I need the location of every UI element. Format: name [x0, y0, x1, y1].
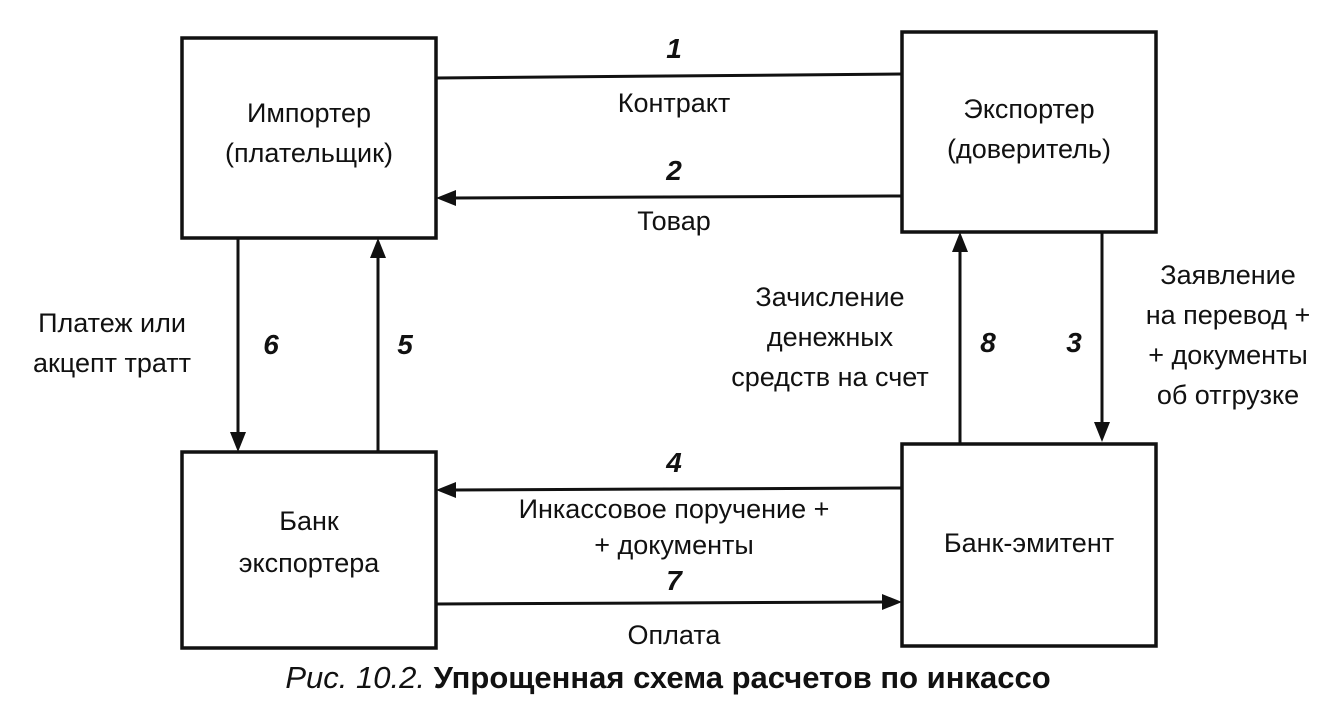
figure-caption: Рис. 10.2. Упрощенная схема расчетов по …: [0, 660, 1336, 696]
importer-subtitle: (плательщик): [225, 138, 393, 168]
edge-8-arrowhead: [952, 232, 968, 252]
edge-1-number: 1: [666, 33, 682, 64]
edge-8-label-line1: Зачисление: [755, 282, 904, 312]
edge-4-label-line2: + документы: [594, 530, 754, 560]
edge-8-label-line3: средств на счет: [731, 362, 929, 392]
issuing-bank-title: Банк-эмитент: [944, 528, 1114, 558]
edge-1-label: Контракт: [618, 88, 731, 118]
exporter-title: Экспортер: [963, 94, 1094, 124]
edge-8-crediting: 8 Зачисление денежных средств на счет: [731, 232, 996, 444]
collection-scheme-diagram: Импортер (плательщик) Экспортер (доверит…: [33, 30, 1310, 650]
exporter-bank-title: Банк: [279, 506, 339, 536]
edge-5-number: 5: [397, 329, 413, 360]
edge-3-label-line2: на перевод +: [1146, 300, 1311, 330]
figure-number: Рис. 10.2.: [285, 660, 425, 695]
edge-5-arrowhead: [370, 238, 386, 258]
edge-6-label-line2: акцепт тратт: [33, 348, 191, 378]
edge-8-label-line2: денежных: [767, 322, 894, 352]
edge-2-number: 2: [665, 155, 682, 186]
edge-2-label: Товар: [637, 206, 710, 236]
edge-7-arrowhead: [882, 594, 902, 610]
edge-6-payment: 6 Платеж или акцепт тратт: [33, 238, 279, 452]
edge-3-number: 3: [1066, 327, 1082, 358]
exporter-node: Экспортер (доверитель): [900, 30, 1158, 234]
edge-7-number: 7: [666, 565, 683, 596]
edge-3-label-line3: + документы: [1148, 340, 1308, 370]
edge-7-payment: 7 Оплата: [435, 565, 902, 650]
figure-title: Упрощенная схема расчетов по инкассо: [433, 660, 1051, 695]
edge-8-number: 8: [980, 327, 996, 358]
edge-2-goods: 2 Товар: [436, 155, 903, 236]
edge-3-arrowhead: [1094, 422, 1110, 442]
edge-6-number: 6: [263, 329, 279, 360]
exporter-bank-node: Банк экспортера: [180, 450, 438, 650]
exporter-bank-subtitle: экспортера: [239, 548, 381, 578]
importer-title: Импортер: [247, 98, 371, 128]
edge-7-label: Оплата: [628, 620, 722, 650]
importer-node: Импортер (плательщик): [180, 36, 438, 240]
edge-4-number: 4: [665, 447, 682, 478]
edge-3-application: 3 Заявление на перевод + + документы об …: [1066, 232, 1310, 442]
edge-5-documents: 5: [370, 238, 413, 452]
edge-3-label-line4: об отгрузке: [1157, 380, 1299, 410]
edge-6-label-line1: Платеж или: [38, 308, 186, 338]
edge-3-label-line1: Заявление: [1160, 260, 1295, 290]
edge-4-collection-order: 4 Инкассовое поручение + + документы: [436, 447, 903, 560]
issuing-bank-node: Банк-эмитент: [900, 442, 1158, 648]
exporter-subtitle: (доверитель): [947, 134, 1111, 164]
edge-4-arrowhead: [436, 482, 456, 498]
edge-1-contract: 1 Контракт: [435, 33, 903, 118]
edge-6-arrowhead: [230, 432, 246, 452]
edge-2-arrowhead: [436, 190, 456, 206]
edge-4-label-line1: Инкассовое поручение +: [519, 494, 830, 524]
